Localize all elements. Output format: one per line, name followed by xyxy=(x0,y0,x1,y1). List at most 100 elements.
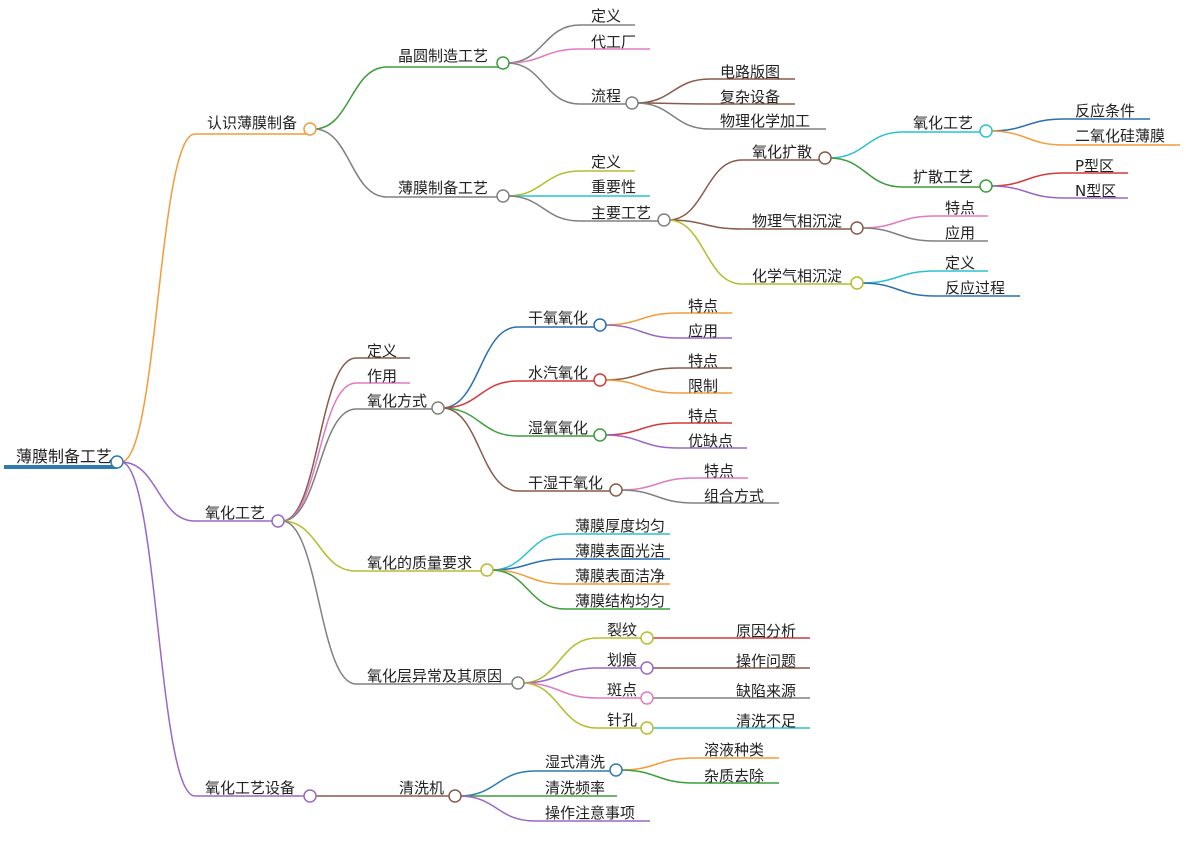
mindmap-node[interactable]: 薄膜表面洁净 xyxy=(565,567,670,585)
mindmap-node[interactable]: 氧化的质量要求 xyxy=(356,554,487,572)
mindmap-node[interactable]: 溶液种类 xyxy=(694,741,779,759)
mindmap-node[interactable]: 裂纹 xyxy=(597,621,647,639)
collapse-toggle-icon[interactable] xyxy=(593,428,607,442)
mindmap-node[interactable]: 湿氧氧化 xyxy=(518,419,600,437)
collapse-toggle-icon[interactable] xyxy=(496,189,510,203)
collapse-toggle-icon[interactable] xyxy=(496,56,510,70)
mindmap-node[interactable]: 氧化工艺设备 xyxy=(195,779,310,797)
mindmap-node[interactable]: 操作问题 xyxy=(655,652,810,670)
mindmap-node[interactable]: 原因分析 xyxy=(655,622,810,640)
mindmap-node[interactable]: P型区 xyxy=(1064,157,1128,175)
mindmap-node[interactable]: 氧化扩散 xyxy=(742,143,825,161)
collapse-toggle-icon[interactable] xyxy=(625,96,639,110)
collapse-toggle-icon[interactable] xyxy=(818,151,832,165)
mindmap-node[interactable]: 薄膜结构均匀 xyxy=(565,592,670,610)
mindmap-node[interactable]: 水汽氧化 xyxy=(518,364,600,382)
mindmap-node[interactable]: 氧化工艺 xyxy=(903,114,986,133)
node-label: 作用 xyxy=(367,367,397,385)
branch-connector xyxy=(603,324,679,339)
mindmap-node[interactable]: 反应过程 xyxy=(935,279,1020,297)
collapse-toggle-icon[interactable] xyxy=(979,124,993,138)
mindmap-node[interactable]: 氧化方式 xyxy=(356,392,438,410)
collapse-toggle-icon[interactable] xyxy=(640,721,654,735)
collapse-toggle-icon[interactable] xyxy=(640,691,654,705)
mindmap-node[interactable]: 优缺点 xyxy=(678,432,747,450)
mindmap-node[interactable]: 化学气相沉淀 xyxy=(742,267,857,285)
mindmap-node[interactable]: 干湿干氧化 xyxy=(518,474,616,492)
mindmap-node[interactable]: 主要工艺 xyxy=(580,204,664,222)
mindmap-node[interactable]: 缺陷来源 xyxy=(655,682,810,700)
mindmap-node[interactable]: 清洗机 xyxy=(387,779,455,797)
mindmap-node[interactable]: 操作注意事项 xyxy=(535,804,650,822)
mindmap-node[interactable]: 反应条件 xyxy=(1064,102,1150,120)
mindmap-node[interactable]: 划痕 xyxy=(597,651,647,669)
collapse-toggle-icon[interactable] xyxy=(850,276,864,290)
mindmap-node[interactable]: 定义 xyxy=(935,254,988,272)
mindmap-node[interactable]: 斑点 xyxy=(597,681,647,699)
mindmap-node[interactable]: 应用 xyxy=(678,322,732,340)
mindmap-node[interactable]: 晶圆制造工艺 xyxy=(387,47,503,68)
mindmap-node[interactable]: 特点 xyxy=(935,199,988,217)
collapse-toggle-icon[interactable] xyxy=(609,763,623,777)
mindmap-node[interactable]: 特点 xyxy=(694,462,748,480)
node-label: 定义 xyxy=(945,254,975,272)
node-label: 晶圆制造工艺 xyxy=(398,47,488,65)
branch-connector xyxy=(989,172,1065,187)
mindmap-node[interactable]: 流程 xyxy=(580,87,632,105)
mindmap-node[interactable]: 重要性 xyxy=(580,178,650,197)
mindmap-node[interactable]: 二氧化硅薄膜 xyxy=(1064,127,1180,146)
collapse-toggle-icon[interactable] xyxy=(593,373,607,387)
mindmap-node[interactable]: 复杂设备 xyxy=(710,88,795,106)
mindmap-node[interactable]: 作用 xyxy=(356,367,410,385)
collapse-toggle-icon[interactable] xyxy=(303,789,317,803)
mindmap-node[interactable]: 干氧氧化 xyxy=(518,309,600,328)
mindmap-node[interactable]: 特点 xyxy=(678,352,732,370)
mindmap-node[interactable]: 物理气相沉淀 xyxy=(742,212,857,230)
collapse-toggle-icon[interactable] xyxy=(657,213,671,227)
mindmap-node[interactable]: 扩散工艺 xyxy=(903,168,986,188)
mindmap-node[interactable]: 代工厂 xyxy=(580,33,650,51)
mindmap-node[interactable]: 薄膜表面光洁 xyxy=(565,542,670,560)
mindmap-node[interactable]: 定义 xyxy=(580,153,635,172)
mindmap-node[interactable]: 定义 xyxy=(356,342,410,360)
mindmap-node[interactable]: 限制 xyxy=(678,377,732,395)
mindmap-node[interactable]: 薄膜制备工艺 xyxy=(387,179,503,198)
mindmap-node[interactable]: 应用 xyxy=(935,224,988,242)
mindmap-node[interactable]: N型区 xyxy=(1064,182,1128,200)
collapse-toggle-icon[interactable] xyxy=(593,318,607,332)
branch-connector xyxy=(441,380,519,409)
mindmap-node[interactable]: 针孔 xyxy=(597,711,647,729)
collapse-toggle-icon[interactable] xyxy=(979,179,993,193)
mindmap-node[interactable]: 湿式清洗 xyxy=(535,753,616,772)
mindmap-node[interactable]: 特点 xyxy=(678,297,732,315)
collapse-toggle-icon[interactable] xyxy=(303,122,317,136)
branch-connector xyxy=(458,770,536,797)
mindmap-node[interactable]: 特点 xyxy=(678,407,732,425)
mindmap-node[interactable]: 清洗不足 xyxy=(655,712,810,730)
node-label: 特点 xyxy=(704,462,734,480)
collapse-toggle-icon[interactable] xyxy=(609,483,623,497)
mindmap-node[interactable]: 氧化层异常及其原因 xyxy=(356,667,518,685)
node-label: 定义 xyxy=(591,153,621,171)
root-node[interactable]: 薄膜制备工艺 xyxy=(4,447,117,469)
branch-connector xyxy=(619,769,695,784)
mindmap-node[interactable]: 认识薄膜制备 xyxy=(195,114,310,135)
branch-connector xyxy=(828,157,904,188)
collapse-toggle-icon[interactable] xyxy=(640,661,654,675)
collapse-toggle-icon[interactable] xyxy=(640,631,654,645)
collapse-toggle-icon[interactable] xyxy=(431,401,445,415)
collapse-toggle-icon[interactable] xyxy=(110,455,124,469)
collapse-toggle-icon[interactable] xyxy=(850,221,864,235)
collapse-toggle-icon[interactable] xyxy=(448,789,462,803)
mindmap-node[interactable]: 清洗频率 xyxy=(535,779,617,797)
mindmap-node[interactable]: 定义 xyxy=(580,7,635,26)
mindmap-node[interactable]: 杂质去除 xyxy=(694,767,779,785)
mindmap-node[interactable]: 电路版图 xyxy=(710,63,795,81)
mindmap-node[interactable]: 物理化学加工 xyxy=(710,112,826,130)
mindmap-node[interactable]: 薄膜厚度均匀 xyxy=(565,517,670,535)
collapse-toggle-icon[interactable] xyxy=(511,676,525,690)
collapse-toggle-icon[interactable] xyxy=(480,563,494,577)
mindmap-node[interactable]: 组合方式 xyxy=(694,487,779,505)
collapse-toggle-icon[interactable] xyxy=(271,514,285,528)
mindmap-node[interactable]: 氧化工艺 xyxy=(195,504,278,522)
